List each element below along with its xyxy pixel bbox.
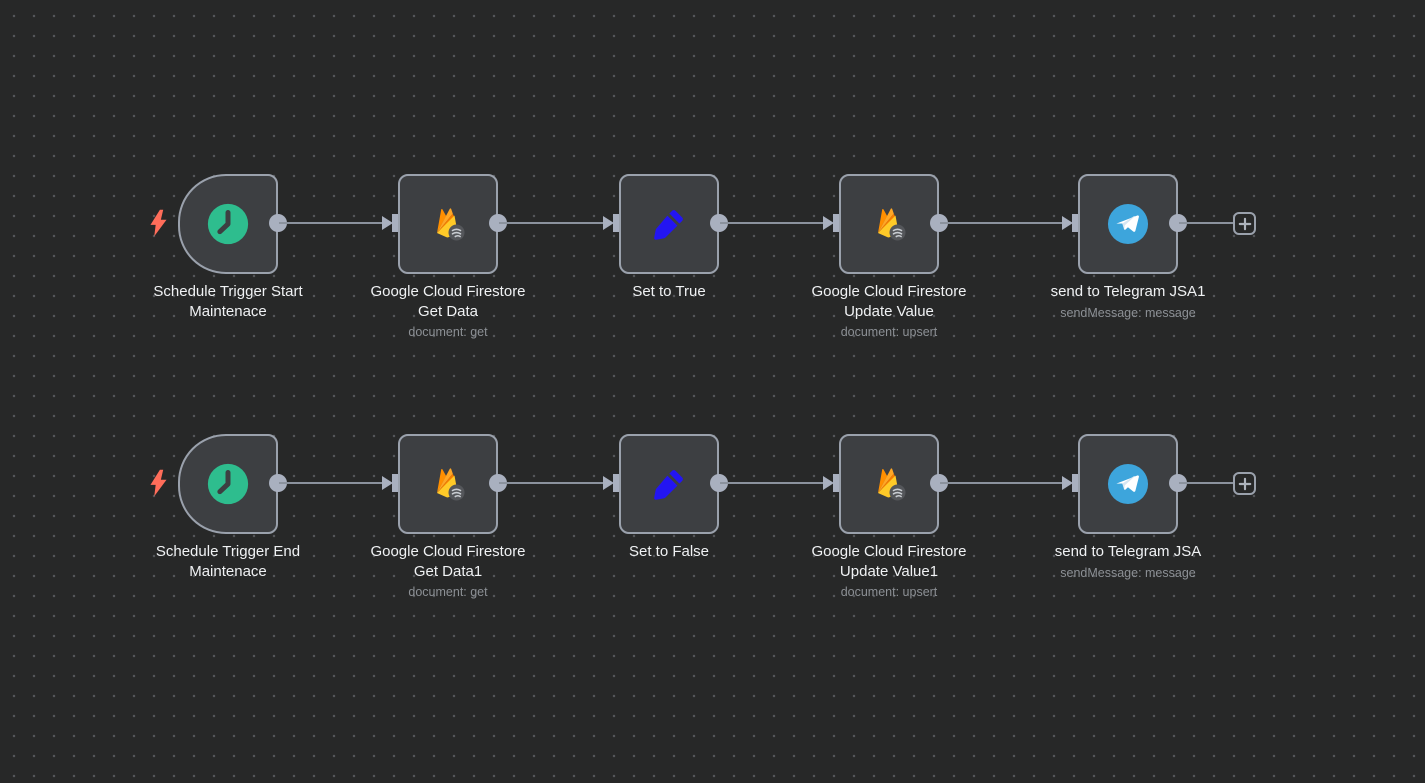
node-subtitle: document: get (408, 325, 488, 339)
node-set-to-false[interactable] (619, 434, 719, 534)
connection[interactable] (930, 472, 1078, 494)
connection-wire[interactable] (499, 482, 610, 484)
node-schedule-trigger-end[interactable] (178, 434, 278, 534)
node-title: Google Cloud Firestore Update Value1 (811, 543, 967, 580)
node-label: Google Cloud Firestore Get Data document… (358, 282, 538, 340)
connection-wire[interactable] (720, 482, 830, 484)
connection[interactable] (489, 472, 619, 494)
firebase-firestore-icon (428, 204, 468, 244)
connection[interactable] (710, 472, 839, 494)
lightning-bolt-icon (150, 469, 167, 497)
node-firestore-update-value[interactable] (839, 174, 939, 274)
plus-icon (1236, 475, 1254, 493)
connection[interactable] (710, 212, 839, 234)
firebase-firestore-icon (428, 464, 468, 504)
arrowhead-icon (823, 476, 834, 490)
connection-wire[interactable] (720, 222, 830, 224)
node-subtitle: sendMessage: message (1060, 565, 1196, 580)
arrowhead-icon (1062, 476, 1073, 490)
connection-wire[interactable] (940, 222, 1069, 224)
lightning-bolt-icon (150, 209, 167, 237)
plus-icon (1236, 215, 1254, 233)
node-label: Set to True (579, 282, 759, 305)
output-port[interactable] (269, 474, 287, 492)
node-firestore-get-data1[interactable] (398, 434, 498, 534)
output-port[interactable] (710, 214, 728, 232)
connection-to-add-button[interactable] (1169, 212, 1233, 234)
node-title: send to Telegram JSA (1054, 543, 1202, 560)
connection-wire[interactable] (1179, 222, 1233, 224)
input-port[interactable] (833, 214, 839, 232)
arrowhead-icon (603, 216, 614, 230)
add-node-button-bottom[interactable] (1233, 472, 1256, 495)
output-port[interactable] (489, 474, 507, 492)
connection[interactable] (489, 212, 619, 234)
connection-wire[interactable] (279, 482, 389, 484)
input-port[interactable] (392, 214, 398, 232)
connection-wire[interactable] (940, 482, 1069, 484)
connection-to-add-button[interactable] (1169, 472, 1233, 494)
node-title: Google Cloud Firestore Update Value (811, 283, 967, 320)
output-port[interactable] (930, 214, 948, 232)
input-port[interactable] (1072, 214, 1078, 232)
input-port[interactable] (392, 474, 398, 492)
arrowhead-icon (382, 476, 393, 490)
connection[interactable] (269, 212, 398, 234)
input-port[interactable] (613, 214, 619, 232)
output-port[interactable] (930, 474, 948, 492)
clock-icon (205, 201, 251, 247)
output-port[interactable] (710, 474, 728, 492)
node-title: Schedule Trigger End Maintenace (155, 543, 301, 580)
telegram-icon (1107, 203, 1149, 245)
node-title: Google Cloud Firestore Get Data1 (370, 543, 526, 580)
node-schedule-trigger-start[interactable] (178, 174, 278, 274)
node-subtitle: sendMessage: message (1060, 305, 1196, 320)
output-port[interactable] (489, 214, 507, 232)
connection-wire[interactable] (1179, 482, 1233, 484)
pencil-icon (650, 465, 688, 503)
node-title: send to Telegram JSA1 (1050, 283, 1206, 300)
node-firestore-update-value1[interactable] (839, 434, 939, 534)
input-port[interactable] (1072, 474, 1078, 492)
connection-wire[interactable] (499, 222, 610, 224)
pencil-icon (650, 205, 688, 243)
node-subtitle: document: upsert (840, 585, 938, 599)
arrowhead-icon (382, 216, 393, 230)
node-send-to-telegram-jsa[interactable] (1078, 434, 1178, 534)
connection-wire[interactable] (279, 222, 389, 224)
arrowhead-icon (1062, 216, 1073, 230)
firebase-firestore-icon (869, 464, 909, 504)
input-port[interactable] (833, 474, 839, 492)
node-title: Schedule Trigger Start Maintenace (153, 283, 303, 320)
connection[interactable] (930, 212, 1078, 234)
node-subtitle: document: upsert (840, 325, 938, 339)
clock-icon (205, 461, 251, 507)
add-node-button-top[interactable] (1233, 212, 1256, 235)
node-subtitle: document: get (408, 585, 488, 599)
node-set-to-true[interactable] (619, 174, 719, 274)
telegram-icon (1107, 463, 1149, 505)
output-port[interactable] (1169, 474, 1187, 492)
node-label: send to Telegram JSA1 sendMessage: messa… (1038, 282, 1218, 321)
node-title: Set to False (628, 543, 710, 560)
node-label: send to Telegram JSA sendMessage: messag… (1038, 542, 1218, 581)
arrowhead-icon (603, 476, 614, 490)
node-label: Schedule Trigger Start Maintenace (138, 282, 318, 324)
input-port[interactable] (613, 474, 619, 492)
connection[interactable] (269, 472, 398, 494)
node-label: Schedule Trigger End Maintenace (138, 542, 318, 584)
output-port[interactable] (269, 214, 287, 232)
node-title: Google Cloud Firestore Get Data (370, 283, 526, 320)
node-label: Google Cloud Firestore Update Value docu… (799, 282, 979, 340)
node-label: Google Cloud Firestore Update Value1 doc… (799, 542, 979, 600)
node-firestore-get-data[interactable] (398, 174, 498, 274)
node-label: Set to False (579, 542, 759, 565)
firebase-firestore-icon (869, 204, 909, 244)
arrowhead-icon (823, 216, 834, 230)
node-label: Google Cloud Firestore Get Data1 documen… (358, 542, 538, 600)
output-port[interactable] (1169, 214, 1187, 232)
node-send-to-telegram-jsa1[interactable] (1078, 174, 1178, 274)
node-title: Set to True (632, 283, 706, 300)
